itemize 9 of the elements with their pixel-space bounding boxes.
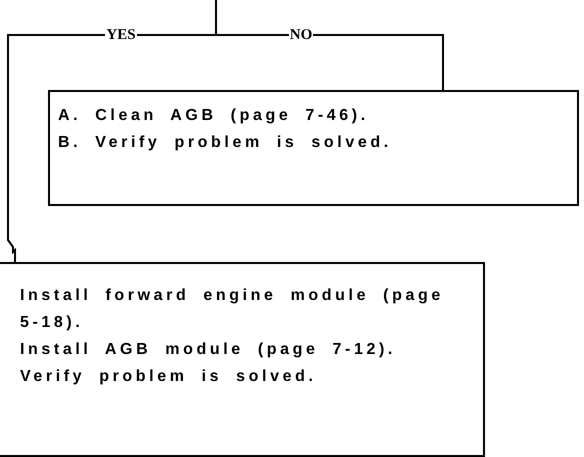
instruction-text: Install forward engine module (page 5-18). xyxy=(20,286,445,333)
process-box xyxy=(48,90,579,206)
connector-line xyxy=(7,34,216,262)
instruction-text: B. Verify problem is solved. xyxy=(58,133,393,153)
process-box xyxy=(0,262,485,457)
instruction-text: Install AGB module (page 7-12). xyxy=(20,340,397,360)
instruction-text: Verify problem is solved. xyxy=(20,367,318,387)
connector-line xyxy=(216,34,444,90)
instruction-text: A. Clean AGB (page 7-46). xyxy=(58,106,370,126)
